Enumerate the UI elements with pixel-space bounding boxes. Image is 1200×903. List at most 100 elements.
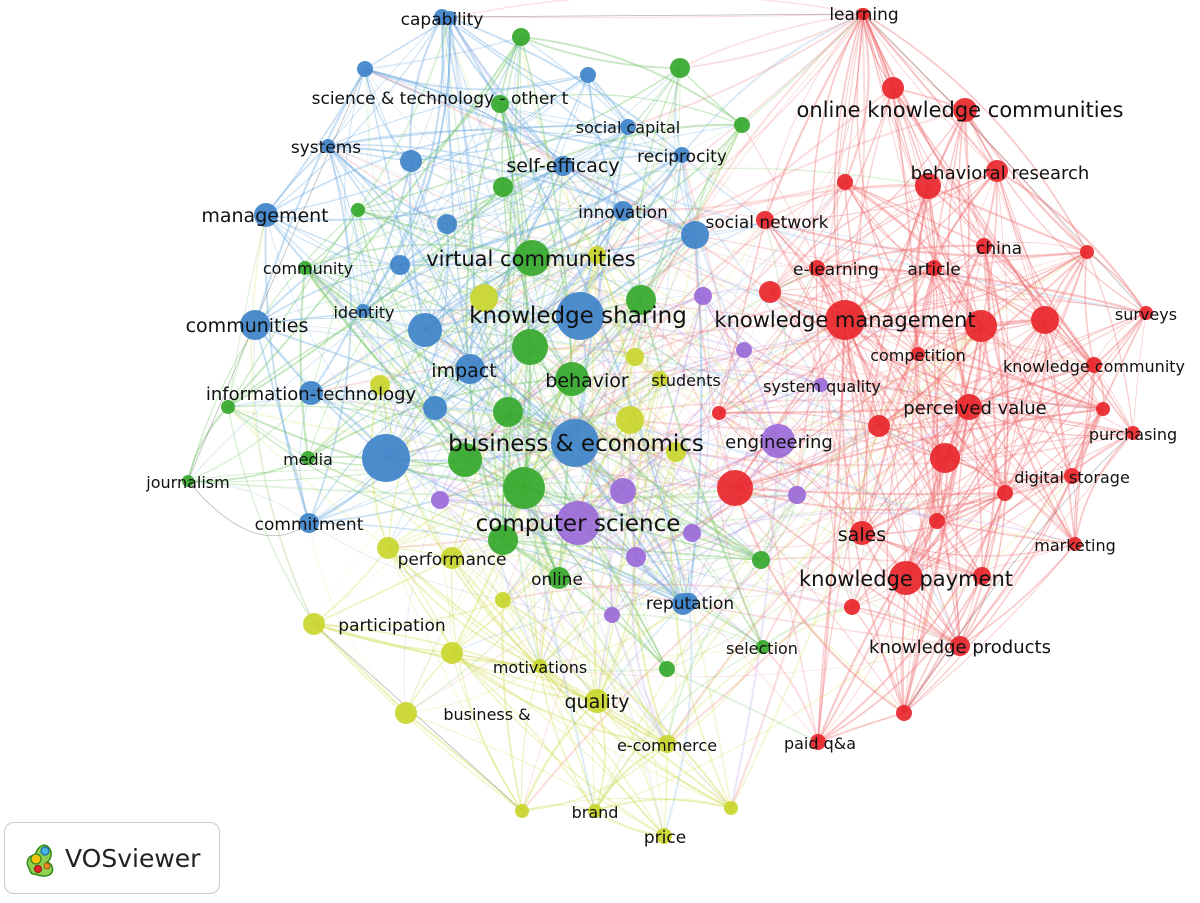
node-label-purchasing: purchasing [1089,425,1177,444]
network-edge [944,408,1104,459]
network-edge [844,319,1104,410]
network-edge [304,267,665,837]
node-impact [455,354,485,384]
network-node [724,801,738,815]
network-edge [734,475,1073,511]
network-edge [983,245,1095,366]
network-node [626,547,646,567]
network-edge [927,185,982,327]
network-edge [718,412,983,577]
node-e-learning [809,260,825,276]
node-quality [585,689,609,713]
network-edge [387,315,581,549]
network-edge [327,145,961,647]
network-edge [933,267,983,577]
network-edge [688,601,819,743]
network-edge [410,160,624,213]
network-edge [816,267,1104,411]
network-edge [743,349,822,386]
node-price [656,828,672,844]
network-edge [327,68,366,147]
network-edge [385,399,1134,459]
network-edge [718,412,961,647]
network-edge [863,13,966,111]
network-edge [629,295,704,421]
network-edge [502,356,636,601]
network-edge [863,13,935,269]
network-edge [385,457,579,524]
network-node [1080,245,1094,259]
network-edge [520,36,743,126]
network-edge [502,13,865,601]
network-edge [629,419,863,534]
node-online [548,567,570,589]
network-edge [878,425,1073,478]
network-edge [663,601,693,837]
network-edge [464,251,1088,461]
network-edge [327,145,684,605]
network-edge [815,267,907,579]
network-edge [844,181,1104,410]
network-edge [483,210,624,299]
node-label-capability: capability [401,10,484,30]
network-edge [596,254,779,442]
network-node [221,400,235,414]
network-edge [379,384,453,654]
node-purchasing [1126,426,1140,440]
network-edge [531,124,743,259]
network-edge [446,223,779,442]
network-edge [410,126,629,162]
network-edge [817,577,907,743]
network-edge [502,36,522,541]
network-edge [449,17,564,167]
network-edge [451,652,668,745]
network-edge [769,13,863,293]
network-edge [968,402,1104,410]
node-knowledge-management [825,300,865,340]
network-edge [817,712,905,743]
network-edge [357,36,522,211]
network-edge [905,251,1088,579]
network-edge [844,319,863,534]
network-edge [878,425,1076,545]
network-edge [841,319,905,714]
network-edge [764,219,938,522]
network-edge [434,407,684,605]
node-label-behavior: behavior [545,370,629,392]
network-edge [410,160,880,427]
network-edge [362,254,598,312]
network-edge [327,145,762,561]
network-edge [694,227,935,269]
network-edge [424,126,629,331]
network-edge [364,68,696,236]
node-label-quality: quality [565,691,630,713]
network-edge [927,185,1006,494]
network-edge [387,547,668,745]
node-label-reciprocity: reciprocity [637,147,727,167]
network-edge [307,456,525,489]
network-edge [635,425,880,558]
network-edge [878,251,1088,427]
network-node [503,467,545,509]
network-edge [304,267,525,489]
network-edge [434,407,677,453]
network-edge [483,234,696,299]
network-edge [631,234,696,558]
network-edge [187,406,229,482]
network-edge [464,459,637,558]
network-edge [817,520,938,743]
network-node [495,592,511,608]
network-edge [399,165,564,266]
network-edge [304,267,466,461]
network-edge [327,16,443,147]
network-node [377,537,399,559]
node-behavioral-research [986,160,1008,182]
network-edge [863,13,1046,321]
network-edge [523,412,720,489]
network-edge [451,645,961,678]
network-edge [978,325,1006,494]
network-edge [861,13,982,327]
network-node [512,28,530,46]
network-edge [861,13,985,247]
network-edge [469,368,684,605]
